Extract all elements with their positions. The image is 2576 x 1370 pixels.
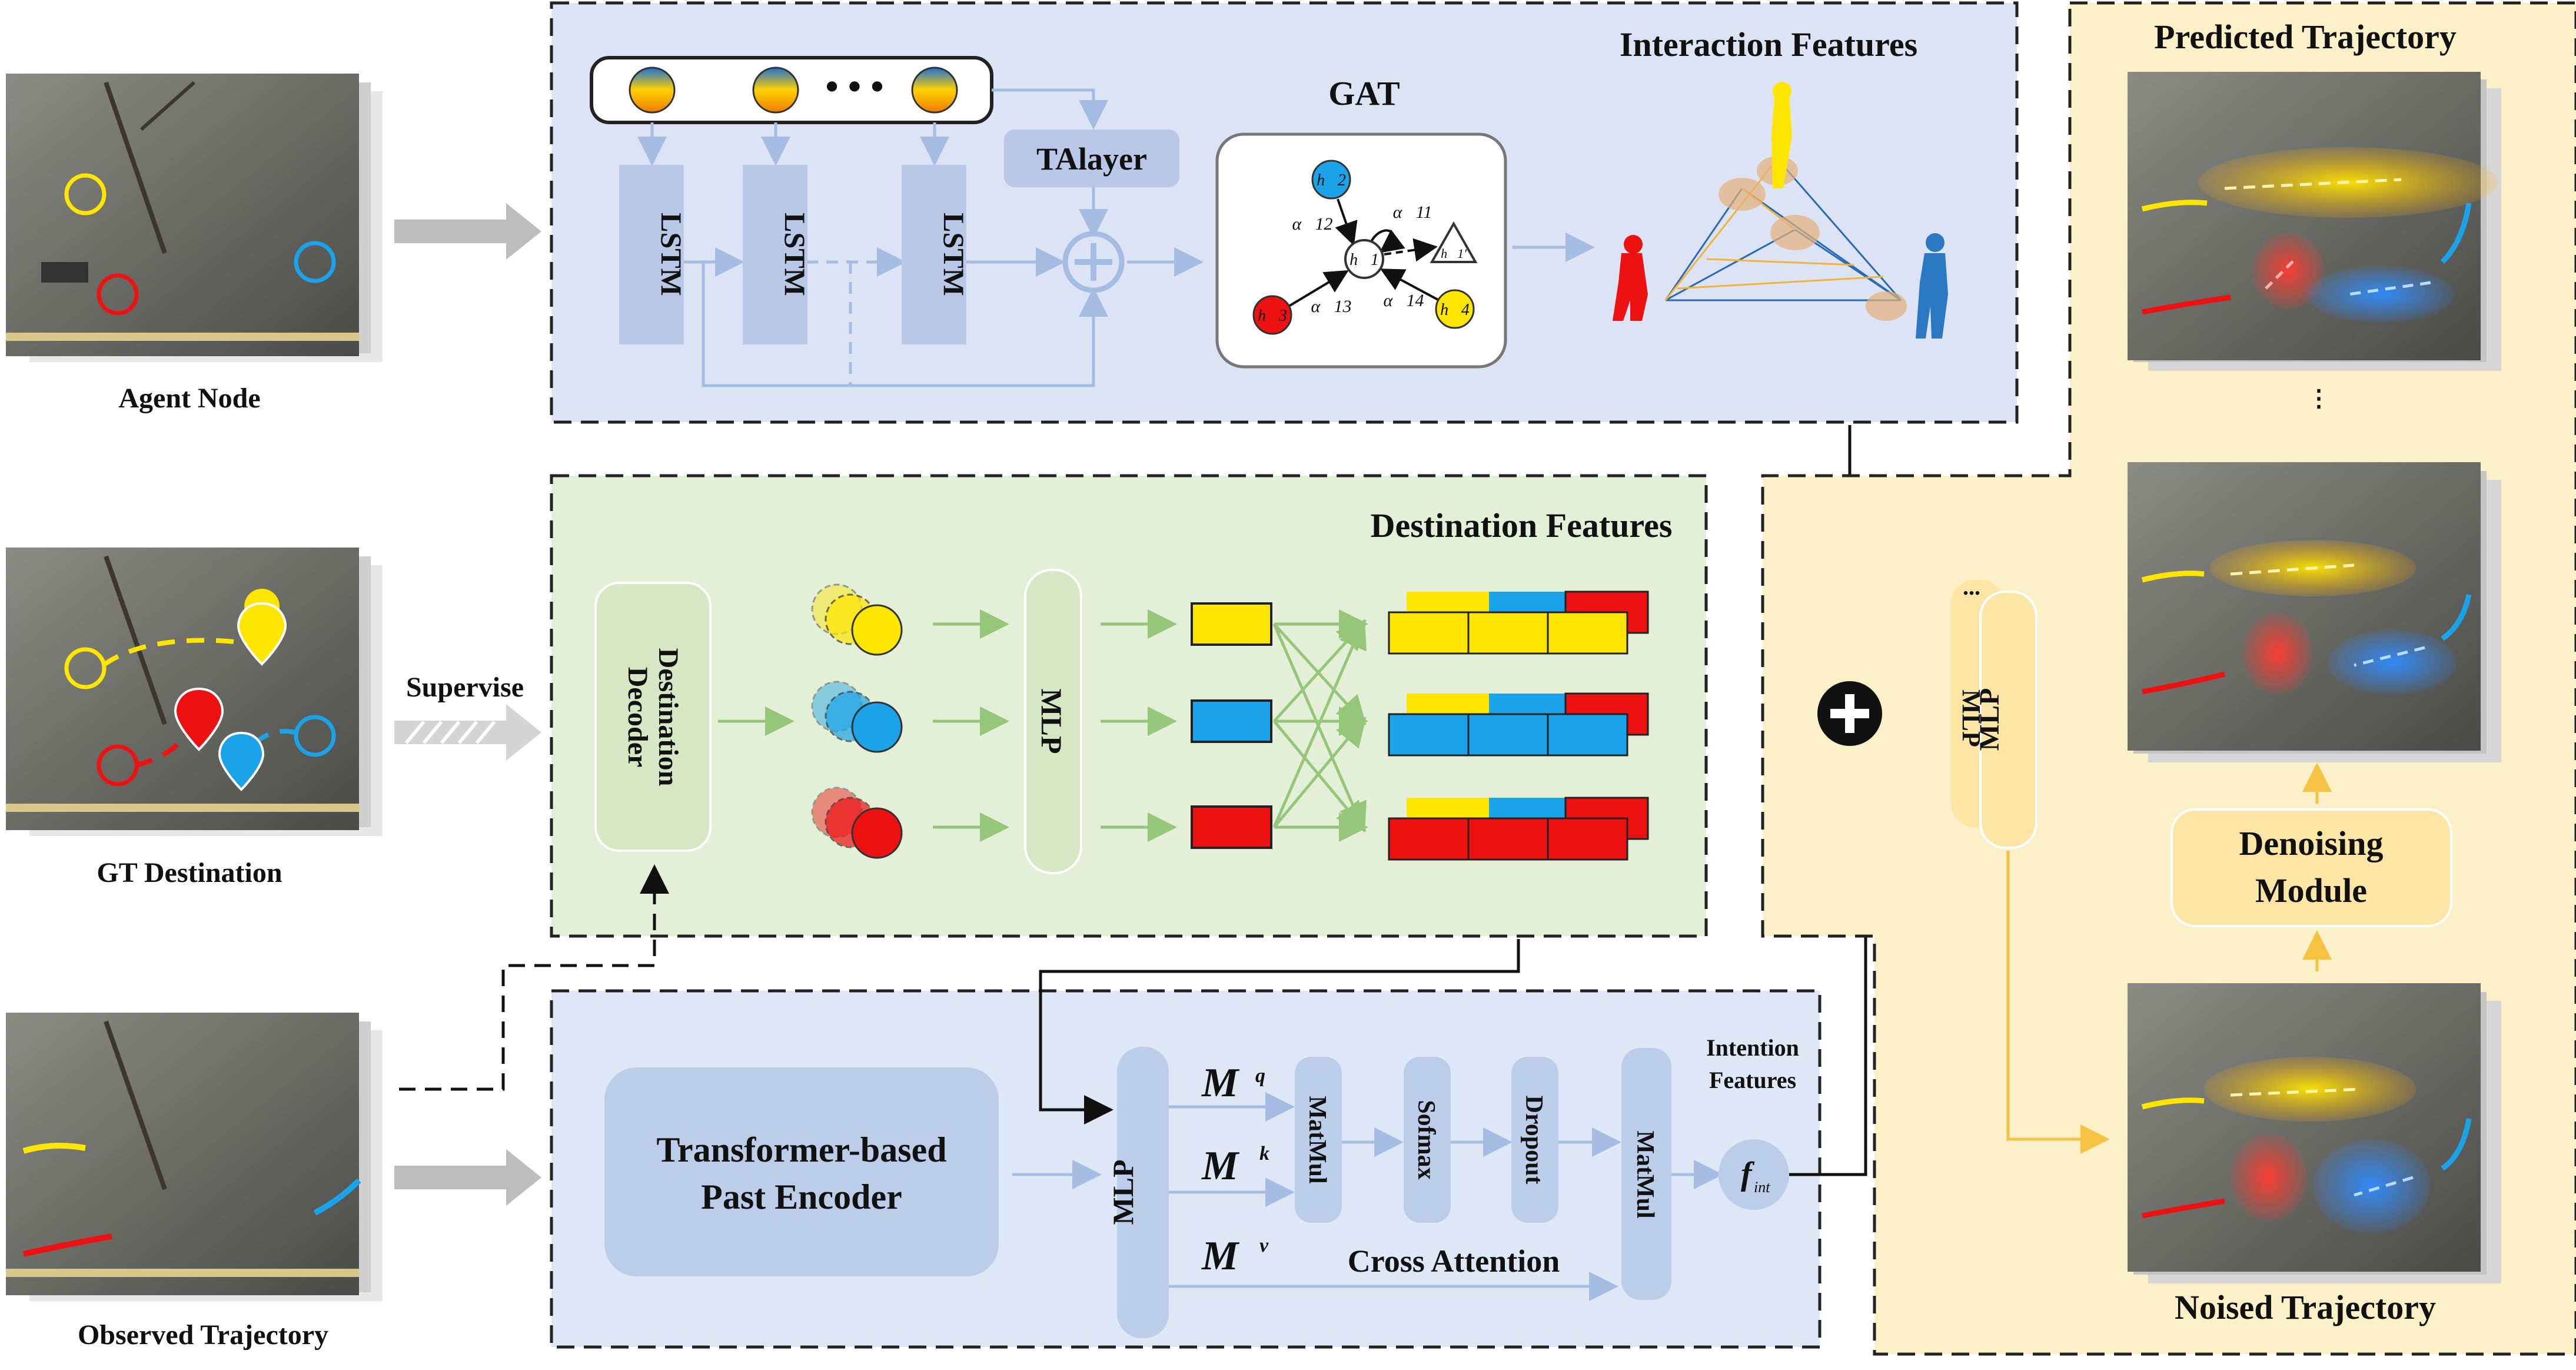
transformer-encoder-line2: Past Encoder — [701, 1177, 902, 1216]
gat-alpha-12: α⃗12 — [1292, 214, 1332, 234]
predicted-trajectory-image — [2128, 72, 2501, 371]
matmul-label-2: MatMul — [1631, 1130, 1658, 1218]
agent-node-label: Agent Node — [118, 383, 260, 414]
interaction-graph-illustration — [1613, 82, 1948, 339]
fusion-mlp-dots: ... — [1963, 573, 1980, 600]
destination-mlp-box — [1024, 569, 1082, 874]
observed-trajectory-image — [6, 1013, 383, 1301]
red-pin-icon — [174, 687, 224, 751]
blue-destination-samples — [811, 681, 903, 753]
key-matrix-sup: k — [1259, 1143, 1269, 1165]
noised-trajectory-image — [2128, 983, 2501, 1283]
softmax-box — [1404, 1057, 1451, 1223]
concatenated-feature-yellow — [1388, 591, 1649, 655]
fusion-mlp-front — [1979, 591, 2037, 849]
lstm-cell-1 — [619, 165, 684, 344]
gat-node-h4: h⃗4 — [1440, 301, 1470, 319]
dropout-box — [1511, 1057, 1558, 1223]
attention-mlp-box — [1117, 1047, 1169, 1338]
denoising-module-box — [2171, 808, 2452, 927]
red-destination-samples — [811, 787, 903, 859]
intention-features-line2: Features — [1709, 1067, 1796, 1093]
concatenated-feature-red — [1388, 797, 1649, 861]
dropout-label: Dropout — [1520, 1096, 1547, 1185]
agent-embedding-1 — [629, 67, 676, 114]
gat-title: GAT — [1328, 74, 1400, 112]
query-matrix-sup: q — [1255, 1065, 1265, 1087]
talayer-label: TAlayer — [1036, 141, 1147, 177]
destination-decoder-line1: Destination — [653, 648, 684, 787]
agent-node-image — [6, 74, 383, 362]
gat-graph — [1252, 160, 1478, 335]
transformer-encoder-line1: Transformer-based — [656, 1130, 946, 1169]
gat-alpha-11: α⃗11 — [1393, 203, 1432, 222]
interaction-features-title: Interaction Features — [1620, 25, 1917, 64]
intermediate-trajectory-image — [2128, 462, 2501, 762]
destination-decoder-box — [594, 582, 712, 852]
intention-feature-node — [1719, 1139, 1789, 1210]
yellow-destination-samples — [811, 583, 903, 656]
red-feature-vector — [1191, 805, 1272, 849]
matmul-box-2 — [1621, 1048, 1671, 1300]
gat-node-h1-prime: h⃗1' — [1441, 246, 1467, 261]
yellow-agent-marker — [64, 173, 107, 215]
gat-alpha-13: α⃗13 — [1311, 297, 1351, 316]
talayer-box — [1004, 130, 1179, 187]
cross-attention-label: Cross Attention — [1348, 1243, 1560, 1279]
intention-features-line1: Intention — [1706, 1034, 1799, 1061]
attention-mlp-label: MLP — [1106, 1159, 1139, 1225]
lstm-label-n: LSTM — [938, 213, 970, 296]
gt-destination-image — [6, 548, 383, 836]
key-matrix-label: M — [1201, 1143, 1240, 1189]
observed-trajectory-label: Observed Trajectory — [78, 1319, 328, 1351]
fusion-mlp-front-label: MLP — [1974, 688, 2005, 751]
matmul-box-1 — [1295, 1057, 1342, 1223]
value-matrix-sup: v — [1259, 1235, 1269, 1256]
denoising-module-line2: Module — [2255, 871, 2367, 910]
feature-fusion-plus-icon — [1817, 681, 1882, 746]
predicted-trajectory-title: Predicted Trajectory — [2154, 18, 2457, 56]
matmul-label-1: MatMul — [1304, 1096, 1331, 1183]
gat-alpha-14: α⃗14 — [1383, 291, 1424, 310]
observed-to-encoder-arrow — [394, 1149, 541, 1206]
gt-destination-label: GT Destination — [97, 857, 282, 888]
transformer-encoder-box — [604, 1067, 999, 1276]
sequence-ellipsis: • • • — [825, 65, 883, 107]
supervise-arrow — [394, 704, 541, 761]
value-matrix-label: M — [1201, 1233, 1240, 1279]
fusion-mlp-back-label: MLP — [1957, 689, 1986, 747]
concatenated-feature-blue — [1388, 692, 1649, 757]
gat-node-h2: h⃗2 — [1317, 171, 1346, 190]
query-matrix-label: M — [1201, 1060, 1240, 1106]
destination-features-title: Destination Features — [1371, 506, 1673, 545]
intention-feature-subscript: int — [1754, 1179, 1770, 1196]
lstm-label-1: LSTM — [655, 213, 688, 296]
blue-agent-marker — [294, 241, 336, 283]
lstm-cell-n — [902, 165, 966, 344]
yellow-feature-vector — [1191, 602, 1272, 646]
blue-feature-vector — [1191, 699, 1272, 743]
red-agent-marker — [97, 273, 139, 316]
destination-decoder-line2: Decoder — [622, 667, 653, 768]
gat-node-h3: h⃗3 — [1258, 307, 1287, 325]
denoising-module-line1: Denoising — [2239, 824, 2384, 863]
interaction-sum-icon — [1062, 231, 1125, 293]
destination-mlp-label: MLP — [1035, 688, 1068, 754]
lstm-label-2: LSTM — [779, 213, 812, 296]
supervise-label: Supervise — [406, 672, 524, 703]
softmax-label: Sofmax — [1412, 1100, 1440, 1179]
blue-pin-icon — [218, 731, 265, 791]
agent-to-interaction-arrow — [394, 203, 541, 260]
steps-ellipsis-top: ⋮ — [2307, 385, 2331, 412]
agent-embedding-2 — [752, 67, 799, 114]
lstm-cell-2 — [743, 165, 807, 344]
gat-node-h1: h⃗1 — [1350, 251, 1379, 269]
agent-embedding-n — [911, 67, 958, 114]
noised-trajectory-title: Noised Trajectory — [2175, 1288, 2436, 1326]
